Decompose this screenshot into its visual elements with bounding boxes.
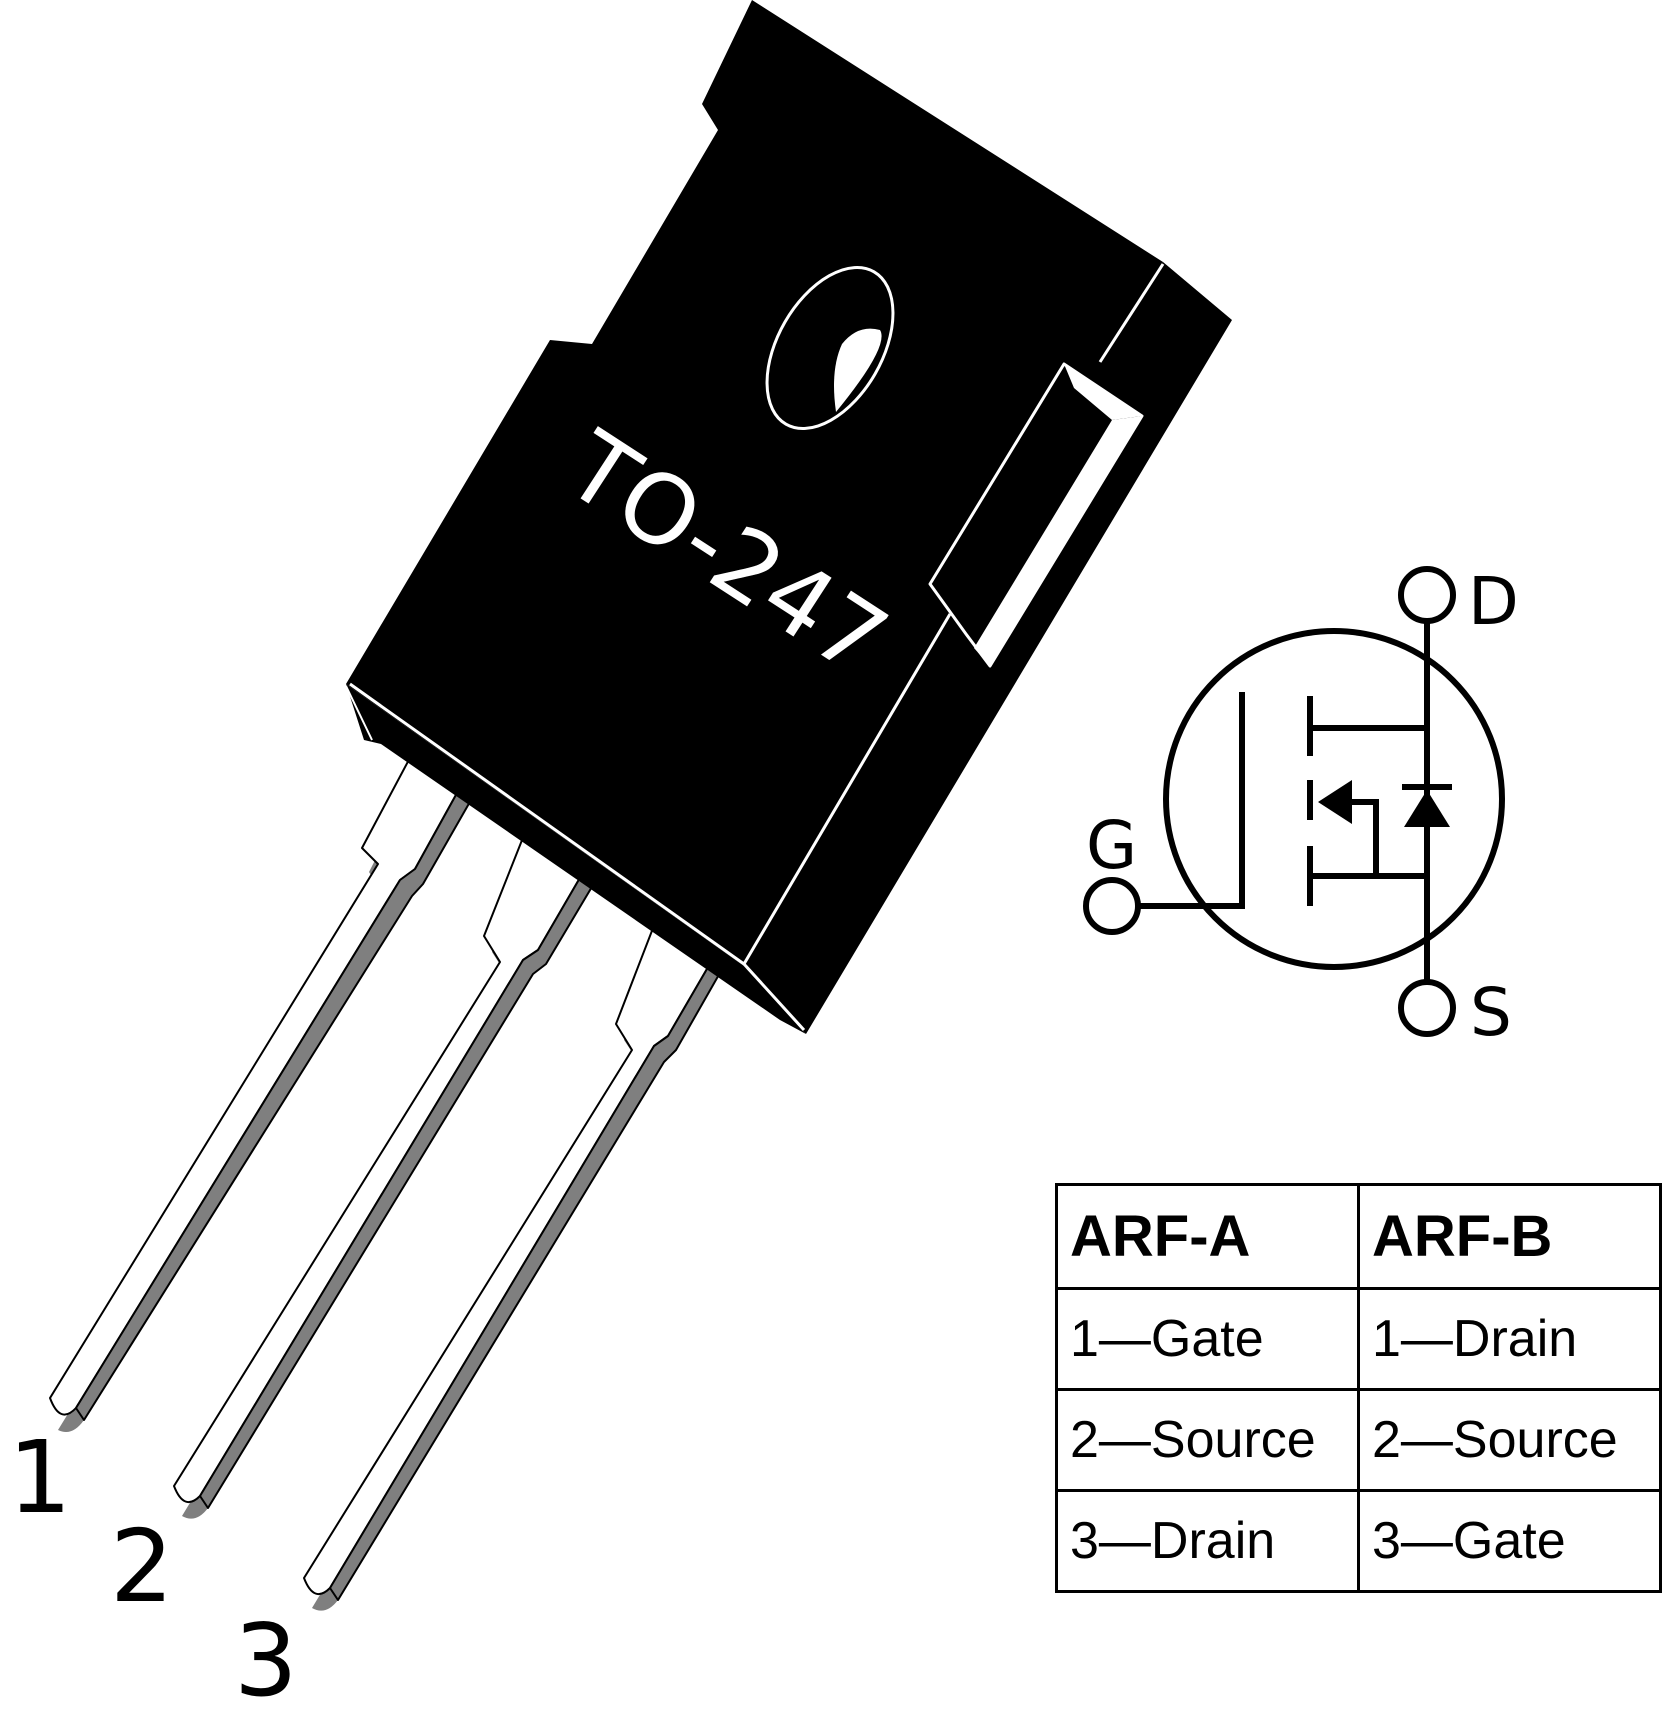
cell-arf-b: 2—Source (1357, 1388, 1662, 1492)
table-row: 2—Source 2—Source (1055, 1388, 1662, 1492)
cell-arf-a: 3—Drain (1055, 1489, 1360, 1593)
pin-number-2: 2 (110, 1508, 174, 1625)
lead-1 (49, 753, 472, 1433)
drain-terminal (1398, 566, 1456, 624)
table-row: 1—Gate 1—Drain (1055, 1287, 1662, 1391)
cell-arf-a: 2—Source (1055, 1388, 1360, 1492)
body-diode-arrow-icon (1404, 790, 1450, 827)
header-arf-b: ARF-B (1357, 1183, 1662, 1290)
source-label: S (1470, 974, 1512, 1051)
lead-2 (173, 824, 597, 1519)
cell-arf-b: 3—Gate (1357, 1489, 1662, 1593)
drain-label: D (1468, 563, 1519, 640)
pin-number-3: 3 (234, 1602, 298, 1719)
channel-arrow-icon (1318, 780, 1352, 824)
gate-terminal (1083, 877, 1141, 935)
mosfet-symbol (1083, 566, 1505, 1037)
table-row: 3—Drain 3—Gate (1055, 1489, 1662, 1593)
cell-arf-b: 1—Drain (1357, 1287, 1662, 1391)
pin-assignment-table: ARF-A ARF-B 1—Gate 1—Drain 2—Source 2—So… (1055, 1183, 1662, 1593)
table-header-row: ARF-A ARF-B (1055, 1183, 1662, 1290)
header-arf-a: ARF-A (1055, 1183, 1360, 1290)
symbol-circle (1163, 628, 1505, 970)
source-terminal (1398, 979, 1456, 1037)
lead-3 (303, 909, 726, 1611)
package-body (345, 0, 1232, 1034)
gate-label: G (1086, 807, 1137, 884)
cell-arf-a: 1—Gate (1055, 1287, 1360, 1391)
pin-number-1: 1 (8, 1419, 72, 1536)
mounting-hole (765, 265, 895, 431)
